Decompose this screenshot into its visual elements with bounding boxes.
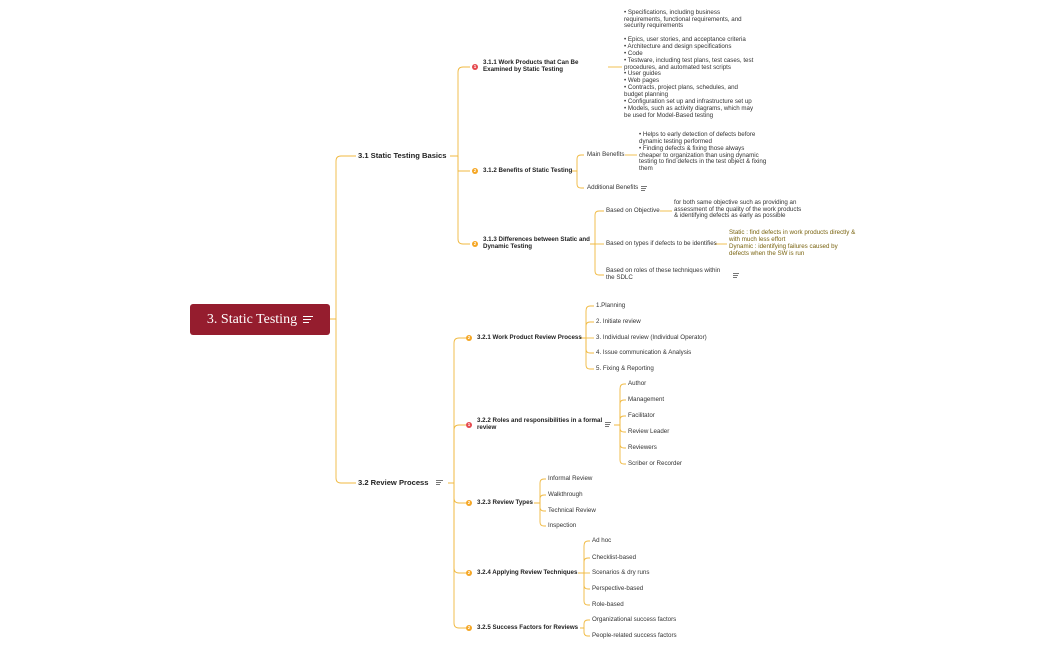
list-item[interactable]: Scriber or Recorder [628,460,682,467]
connector [614,383,626,426]
connector [580,305,594,339]
connector [453,483,466,574]
detail-objective: for both same objective such as providin… [674,199,802,220]
list-item[interactable]: Reviewers [628,444,657,451]
detail-main-benefit: • Helps to early detection of defects be… [639,131,756,145]
topic-based-on-defect-types[interactable]: Based on types if defects to be identifi… [606,240,717,247]
topic-3-2-2[interactable]: 3.2.2 Roles and responsibilities in a fo… [477,417,603,431]
connector [619,399,626,425]
connector [539,503,546,512]
list-item[interactable]: 5. Fixing & Reporting [596,365,654,372]
connector [590,210,604,245]
connector [457,156,470,245]
connector [583,573,590,590]
connector [453,483,466,504]
notes-icon[interactable] [733,272,739,279]
list-item[interactable]: Ad hoc [592,537,612,544]
topic-based-on-roles[interactable]: Based on roles of these techniques withi… [606,267,721,281]
connector [594,244,604,276]
notes-icon[interactable] [641,185,647,192]
list-item[interactable]: Role-based [592,601,624,608]
connector [450,66,470,157]
topic-3-2-5[interactable]: 3.2.5 Success Factors for Reviews [477,624,579,631]
topic-3-2-3[interactable]: 3.2.3 Review Types [477,499,533,506]
connector [619,425,626,465]
list-item[interactable]: Review Leader [628,428,670,435]
priority-badge: 2 [466,570,472,576]
priority-badge: 2 [472,241,478,247]
priority-badge: 2 [466,335,472,341]
connector [534,478,546,504]
connector [619,425,626,449]
list-item[interactable]: Organizational success factors [592,616,677,623]
list-item[interactable]: Walkthrough [548,491,583,498]
root-topic[interactable]: 3. Static Testing [190,304,330,335]
topic-review-process[interactable]: 3.2 Review Process [358,478,429,487]
connector [335,319,356,484]
connector [330,155,356,320]
connector [572,154,584,172]
connector [539,503,546,527]
topic-3-1-3[interactable]: 3.1.3 Differences between Static and Dyn… [483,236,590,250]
topic-main-benefits[interactable]: Main Benefits [587,151,625,158]
connector [619,425,626,433]
detail-dynamic: Dynamic : identifying failures caused by… [729,243,838,257]
priority-badge: 2 [466,625,472,631]
connector [583,573,590,606]
connector [583,628,590,637]
root-title: 3. Static Testing [206,311,298,327]
connector [457,156,470,172]
list-item[interactable]: 1.Planning [596,302,626,309]
connector [453,424,466,483]
connector [578,540,590,574]
topic-3-2-1[interactable]: 3.2.1 Work Product Review Process [477,334,582,341]
list-item[interactable]: Technical Review [548,507,596,514]
connector [583,557,590,573]
list-item[interactable]: Facilitator [628,412,655,419]
list-item[interactable]: Checklist-based [592,554,637,561]
detail-main-benefit: • Finding defects & fixing those always … [639,145,767,172]
connector [453,483,466,629]
topic-3-2-4[interactable]: 3.2.4 Applying Review Techniques [477,569,578,576]
topic-3-1-1[interactable]: 3.1.1 Work Products that Can Be Examined… [483,59,579,73]
topic-static-testing-basics[interactable]: 3.1 Static Testing Basics [358,151,447,160]
connector [585,338,594,354]
connector [585,338,594,370]
priority-badge: 2 [472,168,478,174]
priority-badge: 2 [466,500,472,506]
notes-icon[interactable] [303,314,314,325]
notes-icon[interactable] [436,479,443,486]
connector [580,619,590,629]
list-item[interactable]: 3. Individual review (Individual Operato… [596,334,707,341]
topic-3-1-2[interactable]: 3.1.2 Benefits of Static Testing [483,167,573,174]
list-item[interactable]: Scenarios & dry runs [592,569,650,576]
connector [576,171,584,189]
list-item[interactable]: 2. Initiate review [596,318,641,325]
connector [539,494,546,503]
list-item[interactable]: Author [628,380,647,387]
list-item[interactable]: Perspective-based [592,585,644,592]
priority-badge: 1 [466,422,472,428]
connector [619,415,626,425]
list-item[interactable]: People-related success factors [592,632,677,639]
connector [585,321,594,338]
list-item[interactable]: Inspection [548,522,577,529]
connector [448,337,466,484]
list-item[interactable]: 4. Issue communication & Analysis [596,349,692,356]
topic-based-on-objective[interactable]: Based on Objective [606,207,660,214]
priority-badge: 1 [472,64,478,70]
topic-additional-benefits[interactable]: Additional Benefits [587,184,639,191]
notes-icon[interactable] [605,421,611,428]
list-item[interactable]: Management [628,396,665,403]
detail-static: Static : find defects in work products d… [729,229,856,243]
list-item[interactable]: Informal Review [548,475,593,482]
